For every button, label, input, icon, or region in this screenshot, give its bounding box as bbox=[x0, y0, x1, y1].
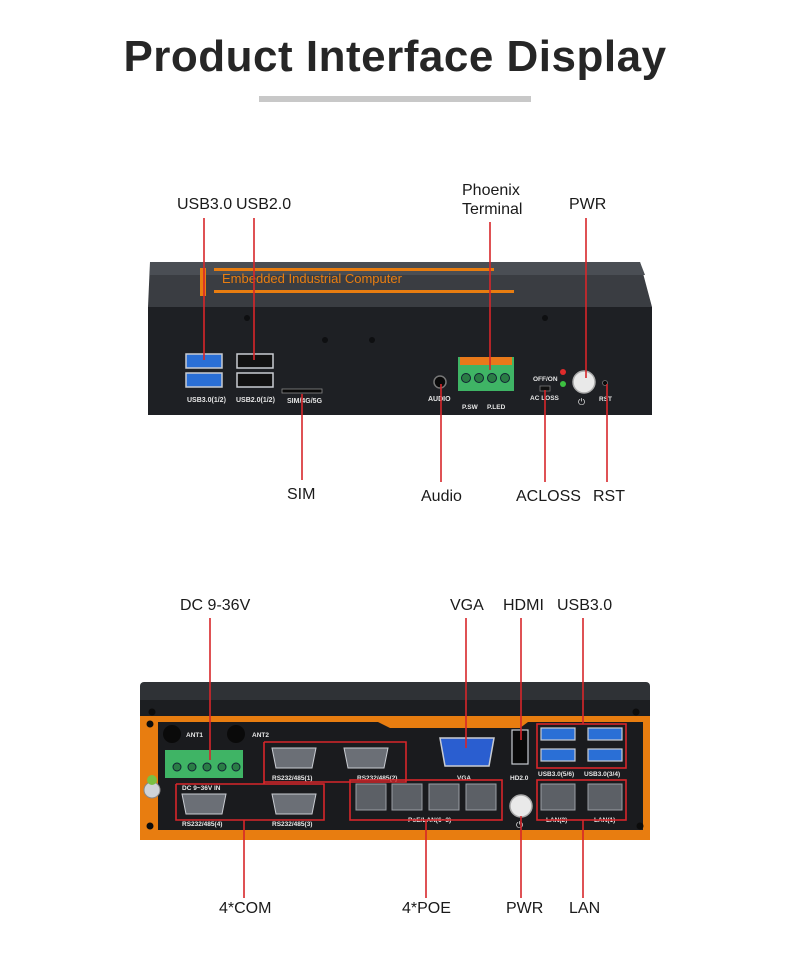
front-led-red bbox=[560, 369, 566, 375]
com-port-3 bbox=[271, 793, 317, 815]
com-port-2 bbox=[343, 747, 389, 769]
svg-text:⏻: ⏻ bbox=[578, 397, 585, 407]
label-sim: SIM bbox=[287, 486, 316, 503]
label-hdmi: HDMI bbox=[503, 597, 544, 614]
label-phoenix-line1: Phoenix bbox=[462, 182, 520, 199]
label-phoenix-line2: Terminal bbox=[462, 201, 523, 218]
svg-text:USB3.0(3/4): USB3.0(3/4) bbox=[584, 771, 620, 778]
com-port-1 bbox=[271, 747, 317, 769]
front-audio-jack bbox=[433, 375, 447, 389]
label-audio: Audio bbox=[421, 488, 462, 505]
svg-text:RS232/485(1): RS232/485(1) bbox=[272, 775, 312, 782]
lan-port bbox=[540, 783, 576, 811]
svg-text:VGA: VGA bbox=[457, 775, 471, 782]
front-power-button bbox=[572, 370, 596, 394]
svg-text:USB3.0(1/2): USB3.0(1/2) bbox=[187, 397, 226, 404]
rear-usb30-port bbox=[587, 748, 623, 762]
front-usb30-port bbox=[185, 372, 223, 388]
antenna-2-hole bbox=[227, 725, 245, 743]
label-front-usb30: USB3.0 bbox=[177, 196, 233, 213]
poe-lan-port bbox=[355, 783, 387, 811]
rear-usb30-port bbox=[540, 727, 576, 741]
com-port-4 bbox=[181, 793, 227, 815]
page-title: Product Interface Display bbox=[123, 32, 667, 81]
lan-port bbox=[587, 783, 623, 811]
svg-text:RS232/485(2): RS232/485(2) bbox=[357, 775, 397, 782]
label-poe: 4*POE bbox=[402, 900, 451, 917]
front-usb20-port bbox=[236, 372, 274, 388]
svg-text:P.LED: P.LED bbox=[487, 404, 506, 411]
label-rst: RST bbox=[593, 488, 625, 505]
svg-text:USB3.0(5/6): USB3.0(5/6) bbox=[538, 771, 574, 778]
label-dc-power: DC 9-36V bbox=[180, 597, 251, 614]
svg-text:P.SW: P.SW bbox=[462, 404, 479, 411]
label-vga: VGA bbox=[450, 597, 484, 614]
svg-text:OFF/ON: OFF/ON bbox=[533, 376, 558, 383]
vga-port bbox=[439, 737, 495, 767]
rear-power-button bbox=[509, 794, 533, 818]
svg-text:HD2.0: HD2.0 bbox=[510, 775, 529, 782]
svg-text:RS232/485(4): RS232/485(4) bbox=[182, 821, 222, 828]
title-underline bbox=[259, 96, 531, 102]
rear-usb30-port bbox=[587, 727, 623, 741]
chassis-brand-text: Embedded Industrial Computer bbox=[222, 271, 403, 286]
svg-text:RS232/485(3): RS232/485(3) bbox=[272, 821, 312, 828]
front-sim-slot bbox=[281, 388, 323, 394]
label-rear-pwr: PWR bbox=[506, 900, 544, 917]
front-chassis-face bbox=[148, 307, 652, 415]
label-acloss: ACLOSS bbox=[516, 488, 581, 505]
front-led-green bbox=[560, 381, 566, 387]
label-lan: LAN bbox=[569, 900, 601, 917]
poe-lan-port bbox=[391, 783, 423, 811]
svg-text:ANT2: ANT2 bbox=[252, 732, 269, 739]
poe-lan-port bbox=[465, 783, 497, 811]
label-com: 4*COM bbox=[219, 900, 272, 917]
label-phoenix-terminal: Phoenix Terminal bbox=[462, 181, 522, 219]
svg-text:RST: RST bbox=[599, 396, 612, 403]
rear-usb30-port bbox=[540, 748, 576, 762]
svg-text:AUDIO: AUDIO bbox=[428, 396, 451, 403]
svg-text:USB2.0(1/2): USB2.0(1/2) bbox=[236, 397, 275, 404]
label-rear-usb30: USB3.0 bbox=[557, 597, 613, 614]
label-front-usb20: USB2.0 bbox=[236, 196, 292, 213]
hdmi-port bbox=[511, 729, 529, 765]
front-usb20-port bbox=[236, 353, 274, 369]
poe-lan-port bbox=[428, 783, 460, 811]
svg-text:ANT1: ANT1 bbox=[186, 732, 203, 739]
label-front-pwr: PWR bbox=[569, 196, 607, 213]
svg-text:DC 9~36V IN: DC 9~36V IN bbox=[182, 785, 221, 792]
antenna-1-hole bbox=[163, 725, 181, 743]
svg-text:SIM/4G/5G: SIM/4G/5G bbox=[287, 398, 323, 405]
svg-text:⏻: ⏻ bbox=[516, 820, 523, 830]
